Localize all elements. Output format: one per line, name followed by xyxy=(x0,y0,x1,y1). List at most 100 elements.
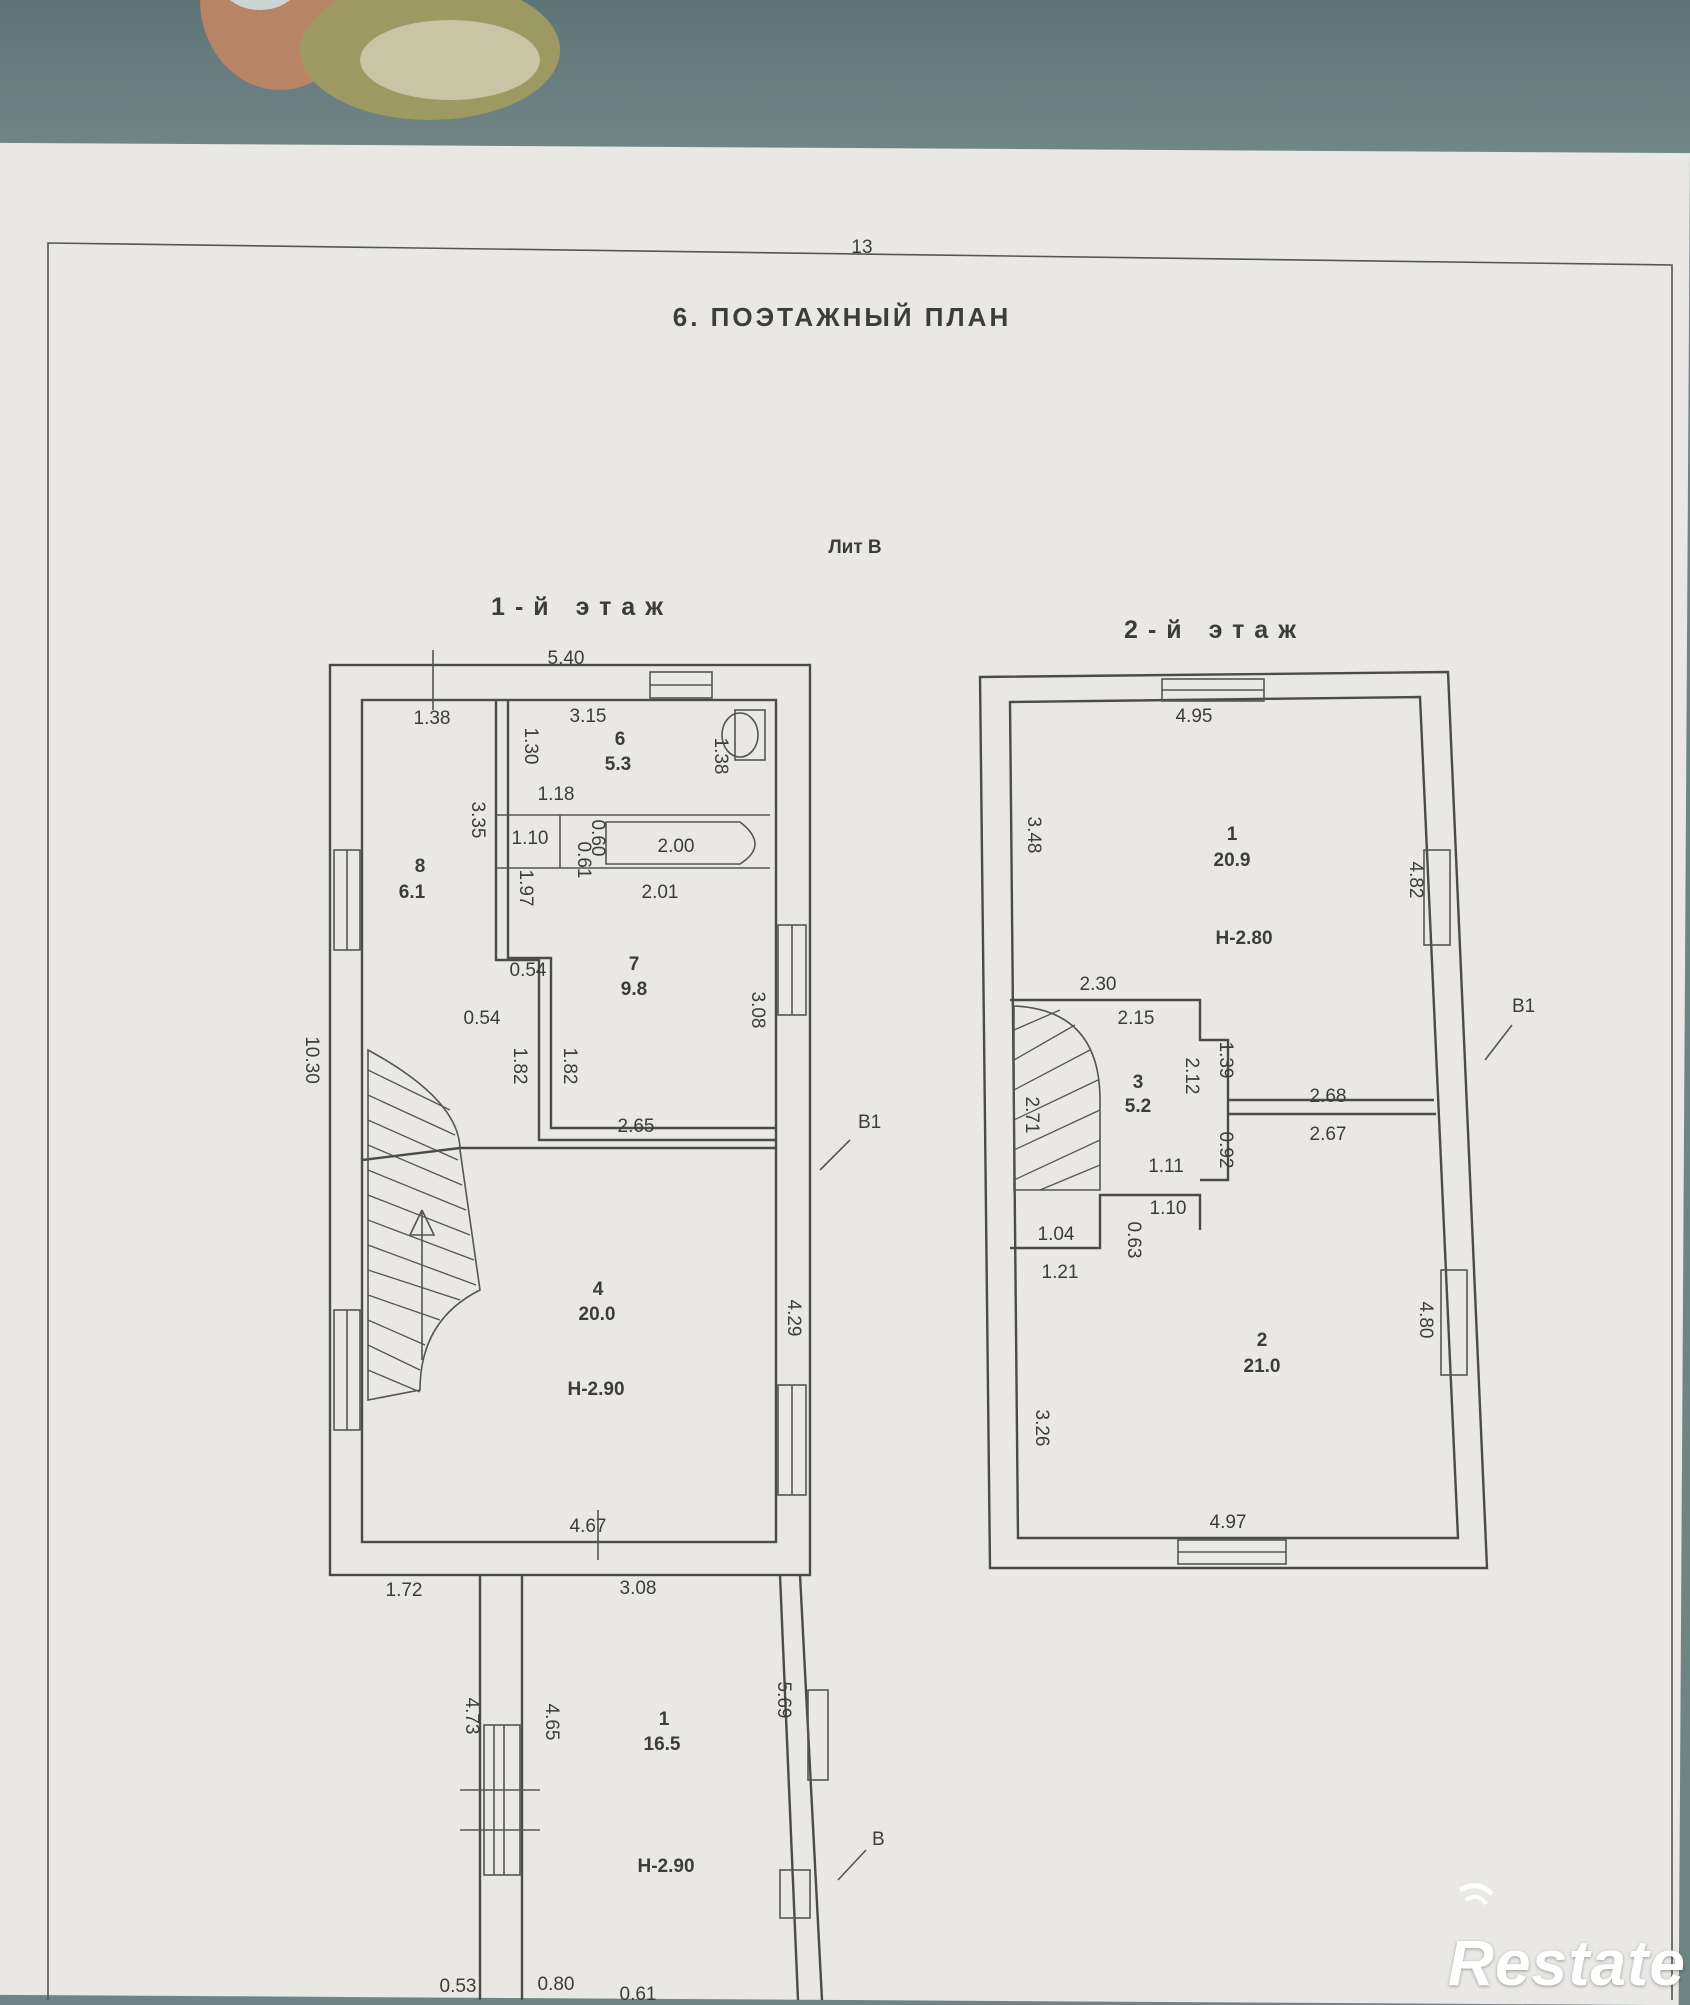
floor2-window-top xyxy=(1161,678,1265,702)
svg-text:2.15: 2.15 xyxy=(1118,1008,1155,1029)
floor1-plan: В1 8 6.1 6 5.3 7 9.8 4 20.0 Н-2.90 5.40 … xyxy=(301,648,881,1601)
floor2-section-line xyxy=(1484,1024,1513,1061)
floor2-height: Н-2.80 xyxy=(1215,928,1272,949)
floor2-dimensions: 4.95 3.48 4.82 2.30 2.15 1.39 2.12 2.71 … xyxy=(1021,706,1436,1533)
svg-text:4.95: 4.95 xyxy=(1176,706,1213,727)
floor1-window-left xyxy=(333,849,361,1431)
svg-text:0.53: 0.53 xyxy=(440,1976,477,1997)
floor1-partition-b xyxy=(361,1146,776,1162)
svg-text:2.01: 2.01 xyxy=(642,882,679,903)
room-2-number: 2 xyxy=(1257,1330,1268,1351)
svg-text:1.82: 1.82 xyxy=(509,1048,530,1085)
annex-plan: В 1 16.5 Н-2.90 4.73 4.65 5.69 0.53 0.80… xyxy=(440,1574,885,2000)
svg-text:0.80: 0.80 xyxy=(538,1974,575,1995)
floor1-partition-a2 xyxy=(506,700,776,1130)
floor1-partition-a xyxy=(494,700,776,1142)
floor1-title: 1-й этаж xyxy=(491,593,673,621)
svg-text:0.63: 0.63 xyxy=(1123,1222,1144,1259)
floor2-hall-wall xyxy=(1010,1193,1202,1250)
annex-window-left xyxy=(460,1724,540,1876)
floor2-outer-wall xyxy=(978,670,1489,1570)
svg-text:2.00: 2.00 xyxy=(658,836,695,857)
svg-text:0.61: 0.61 xyxy=(620,1984,657,2000)
floor2-inner-wall xyxy=(1008,695,1460,1540)
annex-room-number: 1 xyxy=(659,1709,670,1730)
room-1-area: 20.9 xyxy=(1214,850,1251,871)
restate-watermark: Restate xyxy=(1447,1927,1686,1999)
svg-text:3.15: 3.15 xyxy=(570,706,607,727)
annex-section-mark: В xyxy=(872,1829,885,1850)
svg-text:3.35: 3.35 xyxy=(467,802,488,839)
room-7-number: 7 xyxy=(629,954,640,975)
floor2-title: 2-й этаж xyxy=(1124,616,1306,644)
plan-heading: 6. ПОЭТАЖНЫЙ ПЛАН xyxy=(673,302,1011,332)
svg-text:3.08: 3.08 xyxy=(620,1578,657,1599)
svg-text:1.30: 1.30 xyxy=(520,728,541,765)
svg-text:2.67: 2.67 xyxy=(1310,1124,1347,1145)
mug-photo-backdrop xyxy=(200,0,560,120)
floor2-staircase xyxy=(1013,1005,1101,1191)
annex-section-line xyxy=(837,1849,867,1881)
floor1-height: Н-2.90 xyxy=(567,1379,624,1400)
room-2-area: 21.0 xyxy=(1244,1356,1281,1377)
floor1-staircase xyxy=(367,1048,481,1401)
annex-window-right xyxy=(779,1689,829,1919)
floor2-section-mark: В1 xyxy=(1512,996,1535,1017)
sheet-frame xyxy=(47,242,1673,2000)
svg-text:3.48: 3.48 xyxy=(1023,817,1044,854)
floor1-section-mark: В1 xyxy=(858,1112,881,1133)
floor1-window-right xyxy=(777,924,807,1496)
floor2-stair-wall xyxy=(1010,998,1230,1182)
page-number: 13 xyxy=(851,237,872,258)
building-label: Лит В xyxy=(828,537,881,558)
room-3-area: 5.2 xyxy=(1125,1096,1151,1117)
floor2-plan: В1 1 20.9 Н-2.80 3 5.2 2 21.0 4.95 3.48 … xyxy=(978,670,1535,1570)
svg-text:0.54: 0.54 xyxy=(464,1008,501,1029)
svg-text:4.29: 4.29 xyxy=(783,1300,804,1337)
toilet xyxy=(721,709,766,761)
svg-text:1.38: 1.38 xyxy=(414,708,451,729)
svg-text:2.12: 2.12 xyxy=(1181,1058,1202,1095)
svg-text:0.92: 0.92 xyxy=(1215,1132,1236,1169)
svg-text:1.97: 1.97 xyxy=(515,870,536,907)
floor2-window-right xyxy=(1423,849,1468,1376)
floor1-outer-wall xyxy=(328,663,812,1577)
svg-text:1.39: 1.39 xyxy=(1215,1042,1236,1079)
svg-text:4.73: 4.73 xyxy=(461,1698,482,1735)
room-3-number: 3 xyxy=(1133,1072,1144,1093)
annex-height: Н-2.90 xyxy=(637,1856,694,1877)
svg-text:4.80: 4.80 xyxy=(1415,1302,1436,1339)
annex-room-area: 16.5 xyxy=(644,1734,681,1755)
svg-text:1.11: 1.11 xyxy=(1148,1156,1184,1177)
svg-text:1.38: 1.38 xyxy=(710,738,731,775)
svg-text:1.10: 1.10 xyxy=(512,828,549,849)
bathtub xyxy=(605,821,756,865)
room-8-number: 8 xyxy=(415,856,426,877)
svg-text:0.61: 0.61 xyxy=(573,842,594,879)
svg-text:5.69: 5.69 xyxy=(773,1682,794,1719)
svg-text:2.71: 2.71 xyxy=(1021,1097,1042,1134)
floor1-section-line xyxy=(819,1139,851,1171)
floor1-inner-wall xyxy=(360,698,778,1544)
svg-text:10.30: 10.30 xyxy=(301,1036,322,1084)
svg-text:2.30: 2.30 xyxy=(1080,974,1117,995)
svg-text:3.08: 3.08 xyxy=(747,992,768,1029)
floor1-dimensions: 5.40 1.38 3.15 1.30 1.38 1.18 3.35 1.10 … xyxy=(301,648,804,1601)
svg-text:2.65: 2.65 xyxy=(618,1116,655,1137)
svg-text:1.10: 1.10 xyxy=(1150,1198,1187,1219)
svg-text:1.04: 1.04 xyxy=(1038,1224,1075,1245)
room-8-area: 6.1 xyxy=(399,882,426,903)
room-4-number: 4 xyxy=(593,1279,604,1300)
annex-dimensions: 4.73 4.65 5.69 0.53 0.80 0.61 xyxy=(440,1682,794,2000)
floor1-window-top xyxy=(649,671,713,699)
svg-text:4.82: 4.82 xyxy=(1405,862,1426,899)
svg-text:1.21: 1.21 xyxy=(1042,1262,1079,1283)
svg-text:0.60: 0.60 xyxy=(587,820,608,857)
svg-text:2.68: 2.68 xyxy=(1310,1086,1347,1107)
svg-text:0.54: 0.54 xyxy=(510,960,547,981)
svg-text:3.26: 3.26 xyxy=(1031,1410,1052,1447)
room-6-area: 5.3 xyxy=(605,754,631,775)
room-6-number: 6 xyxy=(615,729,626,750)
svg-text:1.82: 1.82 xyxy=(559,1048,580,1085)
